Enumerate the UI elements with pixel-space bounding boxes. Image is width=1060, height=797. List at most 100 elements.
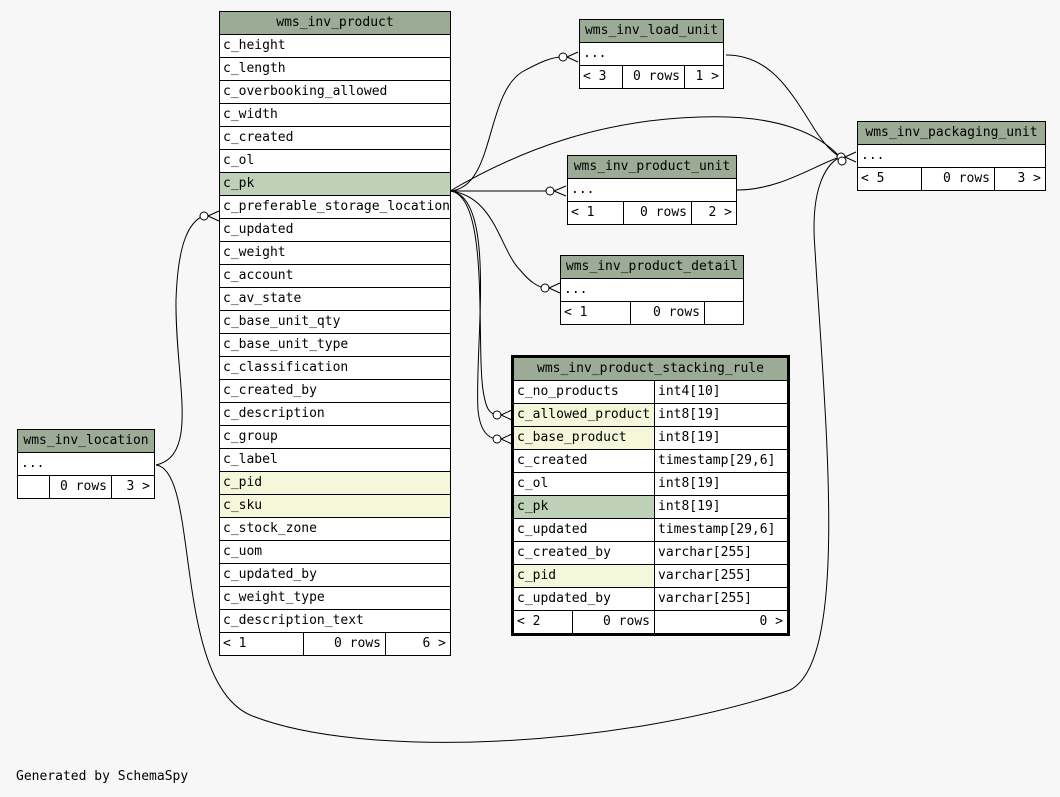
cardinality-marker — [837, 156, 847, 166]
generated-by-footer: Generated by SchemaSpy — [16, 769, 189, 784]
table-title[interactable]: wms_inv_product_detail — [560, 255, 744, 279]
children-link[interactable]: 0 > — [654, 610, 789, 635]
edge-product-load-unit — [449, 56, 563, 192]
column-c-width: c_width — [219, 103, 451, 127]
table-title[interactable]: wms_inv_product — [219, 11, 451, 35]
children-link — [704, 301, 744, 325]
column-c-ol: c_ol — [219, 149, 451, 173]
parents-link[interactable]: < 1 — [219, 632, 304, 656]
column-type: varchar[255] — [654, 564, 789, 588]
row-count: 0 rows — [571, 610, 656, 635]
table-title[interactable]: wms_inv_location — [17, 429, 155, 453]
parents-link[interactable]: < 2 — [512, 610, 573, 635]
cardinality-marker — [492, 410, 502, 420]
column-c-updated-by: c_updated_by — [219, 563, 451, 587]
column-type: varchar[255] — [654, 587, 789, 611]
parents-link[interactable]: < 3 — [579, 65, 623, 89]
column-c-pk: c_pk — [219, 172, 451, 196]
column-type: timestamp[29,6] — [654, 449, 789, 473]
column-c-group: c_group — [219, 425, 451, 449]
edge-product-packaging — [449, 116, 841, 192]
table-title[interactable]: wms_inv_load_unit — [579, 19, 724, 43]
edge-product-stacking-base — [449, 190, 498, 440]
parents-link[interactable]: < 1 — [560, 301, 631, 325]
row-count: 0 rows — [921, 167, 995, 191]
edge-product-stacking-allowed — [449, 190, 498, 416]
column-type: timestamp[29,6] — [654, 518, 789, 542]
row-count: 0 rows — [630, 301, 705, 325]
column-type: int8[19] — [654, 495, 789, 519]
children-link[interactable]: 3 > — [994, 167, 1046, 191]
cardinality-marker — [199, 211, 209, 221]
column-type: int8[19] — [654, 472, 789, 496]
column-c-base-product: c_base_product — [512, 426, 655, 450]
cardinality-marker — [545, 186, 555, 196]
row-count: 0 rows — [623, 201, 692, 225]
column-c-uom: c_uom — [219, 540, 451, 564]
table-title[interactable]: wms_inv_packaging_unit — [857, 121, 1046, 145]
column-c-av-state: c_av_state — [219, 287, 451, 311]
collapsed-columns: ... — [857, 144, 1046, 168]
table-wms-inv-product-unit[interactable]: wms_inv_product_unit ... < 1 0 rows 2 > — [567, 155, 737, 225]
table-wms-inv-location[interactable]: wms_inv_location ... 0 rows 3 > — [17, 429, 155, 499]
children-link[interactable]: 6 > — [385, 632, 451, 656]
table-title[interactable]: wms_inv_product_stacking_rule — [512, 356, 789, 381]
column-c-base-unit-qty: c_base_unit_qty — [219, 310, 451, 334]
column-c-label: c_label — [219, 448, 451, 472]
cardinality-marker — [492, 434, 502, 444]
column-c-stock-zone: c_stock_zone — [219, 517, 451, 541]
table-wms-inv-product-stacking-rule[interactable]: wms_inv_product_stacking_rule c_no_produ… — [511, 355, 790, 636]
parents-link[interactable]: < 1 — [567, 201, 624, 225]
column-c-pk: c_pk — [512, 495, 655, 519]
table-wms-inv-load-unit[interactable]: wms_inv_load_unit ... < 3 0 rows 1 > — [579, 19, 724, 89]
children-link[interactable]: 3 > — [111, 475, 155, 499]
column-c-pid: c_pid — [512, 564, 655, 588]
column-type: varchar[255] — [654, 541, 789, 565]
column-c-allowed-product: c_allowed_product — [512, 403, 655, 427]
edge-productunit-packaging — [736, 156, 841, 191]
children-link[interactable]: 1 > — [684, 65, 724, 89]
row-count: 0 rows — [49, 475, 112, 499]
table-title[interactable]: wms_inv_product_unit — [567, 155, 737, 179]
parents-link — [17, 475, 50, 499]
children-link[interactable]: 2 > — [691, 201, 737, 225]
collapsed-columns: ... — [560, 278, 744, 302]
column-c-no-products: c_no_products — [512, 380, 655, 404]
column-c-created-by: c_created_by — [512, 541, 655, 565]
column-c-created-by: c_created_by — [219, 379, 451, 403]
row-count: 0 rows — [303, 632, 386, 656]
column-c-sku: c_sku — [219, 494, 451, 518]
collapsed-columns: ... — [567, 178, 737, 202]
column-c-weight-type: c_weight_type — [219, 586, 451, 610]
column-c-created: c_created — [512, 449, 655, 473]
row-count: 0 rows — [622, 65, 685, 89]
parents-link[interactable]: < 5 — [857, 167, 922, 191]
column-c-updated: c_updated — [219, 218, 451, 242]
column-c-ol: c_ol — [512, 472, 655, 496]
table-wms-inv-product-detail[interactable]: wms_inv_product_detail ... < 1 0 rows — [560, 255, 744, 325]
table-wms-inv-packaging-unit[interactable]: wms_inv_packaging_unit ... < 5 0 rows 3 … — [857, 121, 1046, 191]
edge-product-detail — [449, 190, 545, 289]
column-c-updated-by: c_updated_by — [512, 587, 655, 611]
cardinality-marker — [540, 283, 550, 293]
column-c-created: c_created — [219, 126, 451, 150]
column-c-preferable-storage-location: c_preferable_storage_location — [219, 195, 451, 219]
column-c-description: c_description — [219, 402, 451, 426]
column-c-weight: c_weight — [219, 241, 451, 265]
column-c-height: c_height — [219, 34, 451, 58]
edge-location-product — [155, 215, 204, 466]
column-c-account: c_account — [219, 264, 451, 288]
column-c-description-text: c_description_text — [219, 609, 451, 633]
collapsed-columns: ... — [17, 452, 155, 476]
column-c-pid: c_pid — [219, 471, 451, 495]
column-type: int8[19] — [654, 426, 789, 450]
column-type: int8[19] — [654, 403, 789, 427]
column-c-length: c_length — [219, 57, 451, 81]
column-c-updated: c_updated — [512, 518, 655, 542]
collapsed-columns: ... — [579, 42, 724, 66]
edge-loadunit-packaging — [725, 54, 841, 158]
cardinality-marker — [558, 52, 568, 62]
column-type: int4[10] — [654, 380, 789, 404]
